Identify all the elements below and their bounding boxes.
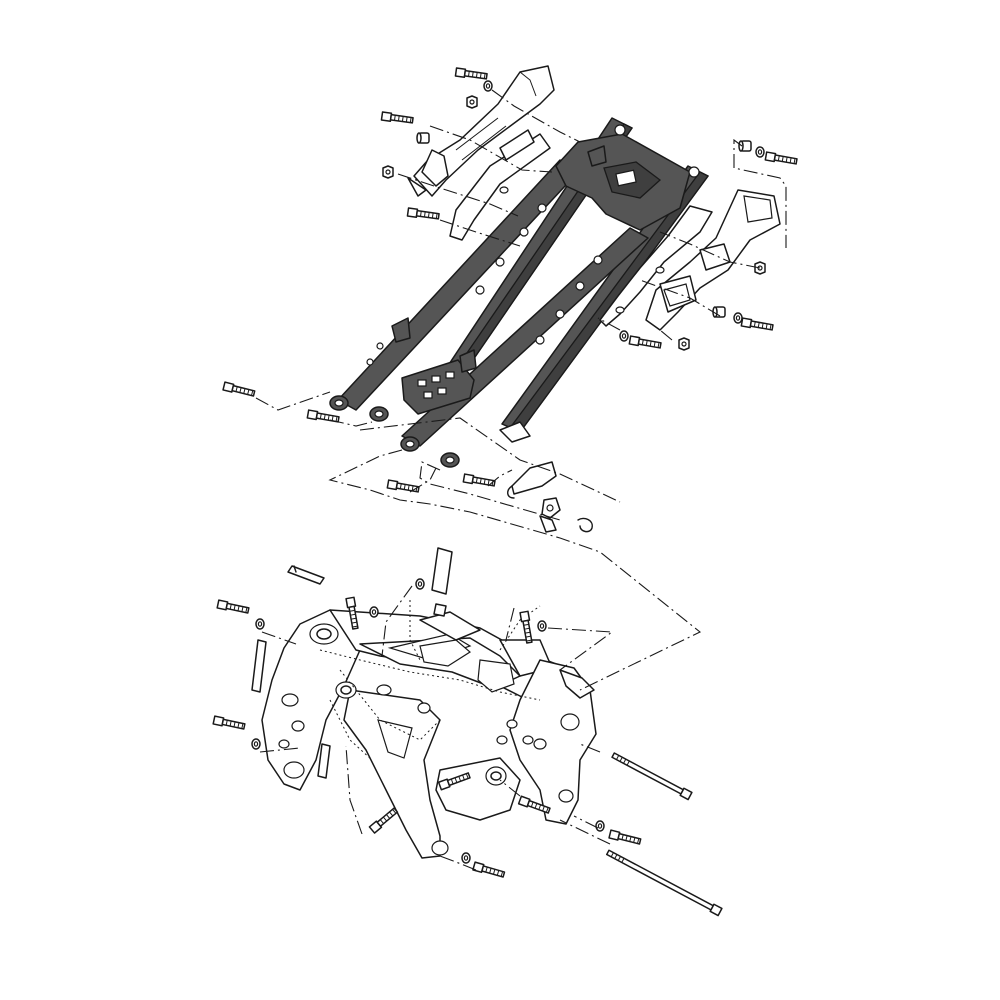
wire-clamp-bracket [507,461,593,533]
washer [733,312,743,324]
bolt [386,479,420,495]
nut [678,337,690,351]
engine-mount-bolts [605,750,723,917]
rear-subframe [329,117,709,468]
nut [466,95,478,109]
washer [755,146,765,158]
bolt [380,111,415,126]
bolt [222,381,256,399]
bolt [519,610,535,644]
bolt [212,715,246,732]
washer [537,620,547,632]
washer [255,618,265,630]
washer [619,330,629,342]
bolt [472,861,506,880]
nut [382,165,394,179]
bolt [406,207,441,222]
bolt [216,599,250,616]
label-plates [251,421,531,779]
extra-long-bolt [605,848,723,917]
assembly-lines [255,89,787,871]
washer [461,852,471,864]
washer [483,80,493,92]
bolt [368,806,400,834]
washer [251,738,261,750]
long-bolt [610,750,693,801]
main-frame [261,600,597,859]
washer [415,578,425,590]
collar [416,132,430,144]
bolt [764,151,798,167]
bolt [608,829,642,847]
bolt [454,67,489,82]
bolt [628,335,662,351]
collar [738,140,752,152]
right-footrest-bracket [599,189,781,331]
bolt [462,473,496,489]
washer [595,820,605,832]
bolt [740,317,774,333]
washer [369,606,379,618]
